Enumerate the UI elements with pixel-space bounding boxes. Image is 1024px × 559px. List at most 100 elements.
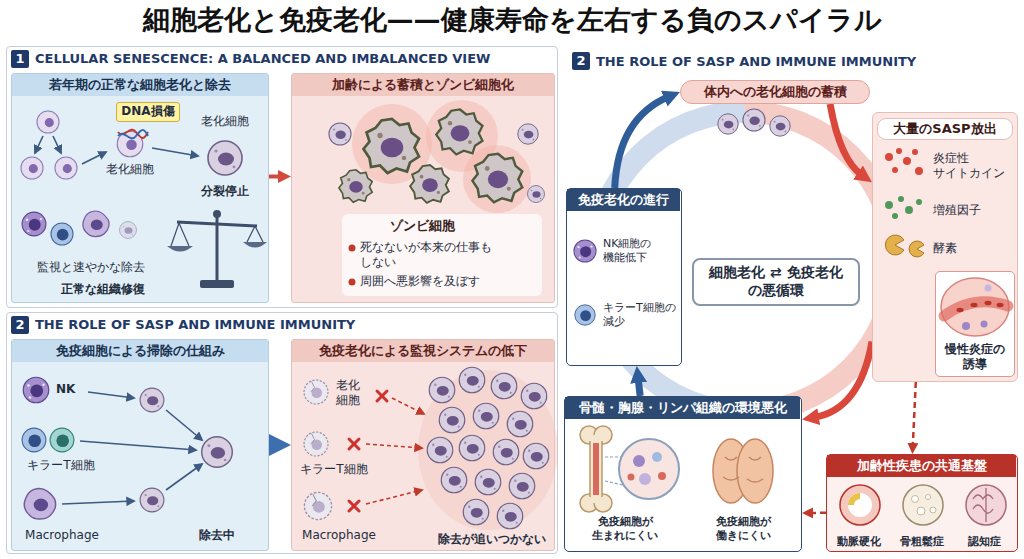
- cell-label: Macrophage: [294, 528, 384, 543]
- cycle-step-box: 免疫老化の進行NK細胞の 機能低下キラーT細胞の 減少: [566, 188, 682, 366]
- disease-label: 動脈硬化: [827, 535, 891, 549]
- growth-factor-dots: [885, 196, 922, 219]
- inflamed-tissue: [957, 308, 964, 312]
- inflamed-tissue: [985, 301, 992, 305]
- immune-cell-icons: [575, 305, 595, 325]
- inflamed-tissue: [962, 322, 970, 330]
- growth-factor-dots: [885, 201, 893, 209]
- bullet-text: 周囲へ悪影響を及ぼす: [360, 274, 540, 289]
- item-text: 免疫細胞が 働きにくい: [691, 515, 795, 543]
- immune-clearance-illustration: [12, 340, 270, 552]
- artery-icon: [848, 493, 860, 505]
- failed-attack-arrow: [366, 398, 424, 504]
- accumulated-cells: [459, 367, 485, 393]
- connector-arrow: [913, 382, 916, 446]
- balance-scale: [167, 246, 193, 252]
- senescence-illustration: [35, 136, 43, 153]
- zombie-cell-illustration: [528, 186, 545, 203]
- immune-clearance-illustration: [140, 488, 164, 512]
- cytokine-dots: [885, 148, 923, 175]
- immune-clearance-illustration: [166, 410, 202, 440]
- bone-icon: [917, 507, 925, 515]
- immune-decline-illustration: [304, 432, 328, 456]
- immune-clearance-illustration: [24, 488, 55, 519]
- inflamed-tissue: [981, 321, 988, 328]
- bone-icon: [930, 507, 936, 513]
- disease-label: 骨粗鬆症: [890, 535, 954, 549]
- marrow-zoom: [628, 474, 635, 481]
- x-mark: [349, 391, 387, 511]
- zombie-cell-illustration: [339, 170, 372, 202]
- senescence-illustration: [82, 152, 106, 164]
- cycle-step-box: 骨髄・胸腺・リンパ組織の環境悪化免疫細胞が 生まれにくい免疫細胞が 働きにくい: [564, 396, 802, 552]
- bone-thymus-illustration: [605, 481, 623, 485]
- accumulated-cells: [493, 439, 519, 465]
- immune-clearance-illustration: [50, 428, 74, 452]
- zombie-cell-illustration: [472, 154, 522, 203]
- senescence-illustration: [37, 111, 59, 133]
- senescent-cell-cluster: [718, 114, 738, 134]
- accumulated-cells: [439, 407, 465, 433]
- balance-scale: [179, 223, 189, 246]
- immune-clearance-illustration: [88, 392, 134, 398]
- panel-heading: 免疫細胞による掃除の仕組み: [12, 340, 268, 362]
- box-heading: 大量のSASP放出: [877, 118, 1013, 140]
- senescence-illustration: [208, 141, 242, 175]
- cell-label: 老化細胞: [100, 162, 160, 177]
- factor-label: 酵素: [933, 241, 1015, 256]
- disease-box: 加齢性疾患の共通基盤動脈硬化骨粗鬆症認知症: [826, 454, 1018, 552]
- immune-clearance-illustration: [80, 441, 196, 450]
- accumulated-cells: [497, 503, 523, 529]
- senescence-illustration: [55, 157, 77, 179]
- panel-heading: 免疫老化による監視システムの低下: [292, 340, 554, 362]
- thymus: [713, 439, 773, 503]
- accumulated-cells: [491, 373, 517, 399]
- cytokine-dots: [912, 149, 918, 155]
- brain-icon: [966, 485, 1006, 525]
- cytokine-dots: [896, 148, 902, 154]
- disease-label: 認知症: [953, 535, 1016, 549]
- stage-panel: 若年期の正常な細胞老化と除去老化細胞老化細胞分裂停止監視と速やかな除去正常な組織…: [11, 73, 269, 303]
- marrow-zoom: [619, 439, 679, 499]
- cell-label: 老化 細胞: [336, 378, 372, 408]
- process-label: 監視と速やかな除去: [16, 260, 166, 275]
- senescent-cell-cluster: [718, 109, 790, 136]
- balance-scale: [243, 242, 267, 248]
- cytokine-dots: [903, 157, 911, 165]
- bone: [589, 441, 591, 497]
- connector-arrow: [615, 97, 669, 188]
- accumulated-cells: [473, 403, 499, 429]
- immune-clearance-illustration: [62, 501, 134, 504]
- dna-helix: [118, 130, 148, 138]
- immune-clearance-illustration: [23, 377, 49, 403]
- result-text: 慢性炎症の 誘導: [937, 342, 1013, 372]
- badge-number: 1: [11, 50, 29, 68]
- cell-label: Macrophage: [14, 528, 110, 543]
- bone-icon: [926, 495, 931, 500]
- section-panel: 1CELLULAR SENESCENCE: A BALANCED AND IMB…: [6, 46, 558, 308]
- item-text: 免疫細胞が 生まれにくい: [573, 515, 677, 543]
- cytokine-dots: [892, 167, 898, 173]
- balance-scale: [200, 280, 234, 288]
- cycle-step-box: 大量のSASP放出炎症性 サイトカイン増殖因子酵素 慢性炎症の 誘導: [872, 112, 1018, 382]
- balance-scale: [255, 226, 263, 242]
- failed-attack-arrow: [366, 490, 422, 504]
- immune-cell-icons: [574, 240, 596, 262]
- immune-cell-icons: [567, 189, 683, 367]
- callout-box: DNA損傷: [116, 102, 180, 122]
- immune-decline-illustration: [304, 492, 331, 519]
- x-mark: [349, 501, 359, 511]
- immune-cells: [22, 212, 46, 236]
- stage-panel: 免疫細胞による掃除の仕組みNKキラーT細胞Macrophage除去中: [11, 339, 269, 551]
- inflamed-tissue: [971, 303, 978, 307]
- state-label: 除去が追いつかない: [432, 532, 552, 547]
- center-box: 細胞老化 ⇄ 免疫老化 の悪循環: [692, 258, 860, 306]
- cytokine-dots: [915, 167, 923, 175]
- immune-clearance-illustration: [22, 428, 46, 452]
- result-box: 慢性炎症の 誘導: [935, 271, 1015, 377]
- immune-decline-illustration: [418, 370, 558, 530]
- balance-scale: [171, 223, 179, 246]
- bone-marrow: [593, 443, 599, 495]
- artery-icon: [840, 485, 880, 525]
